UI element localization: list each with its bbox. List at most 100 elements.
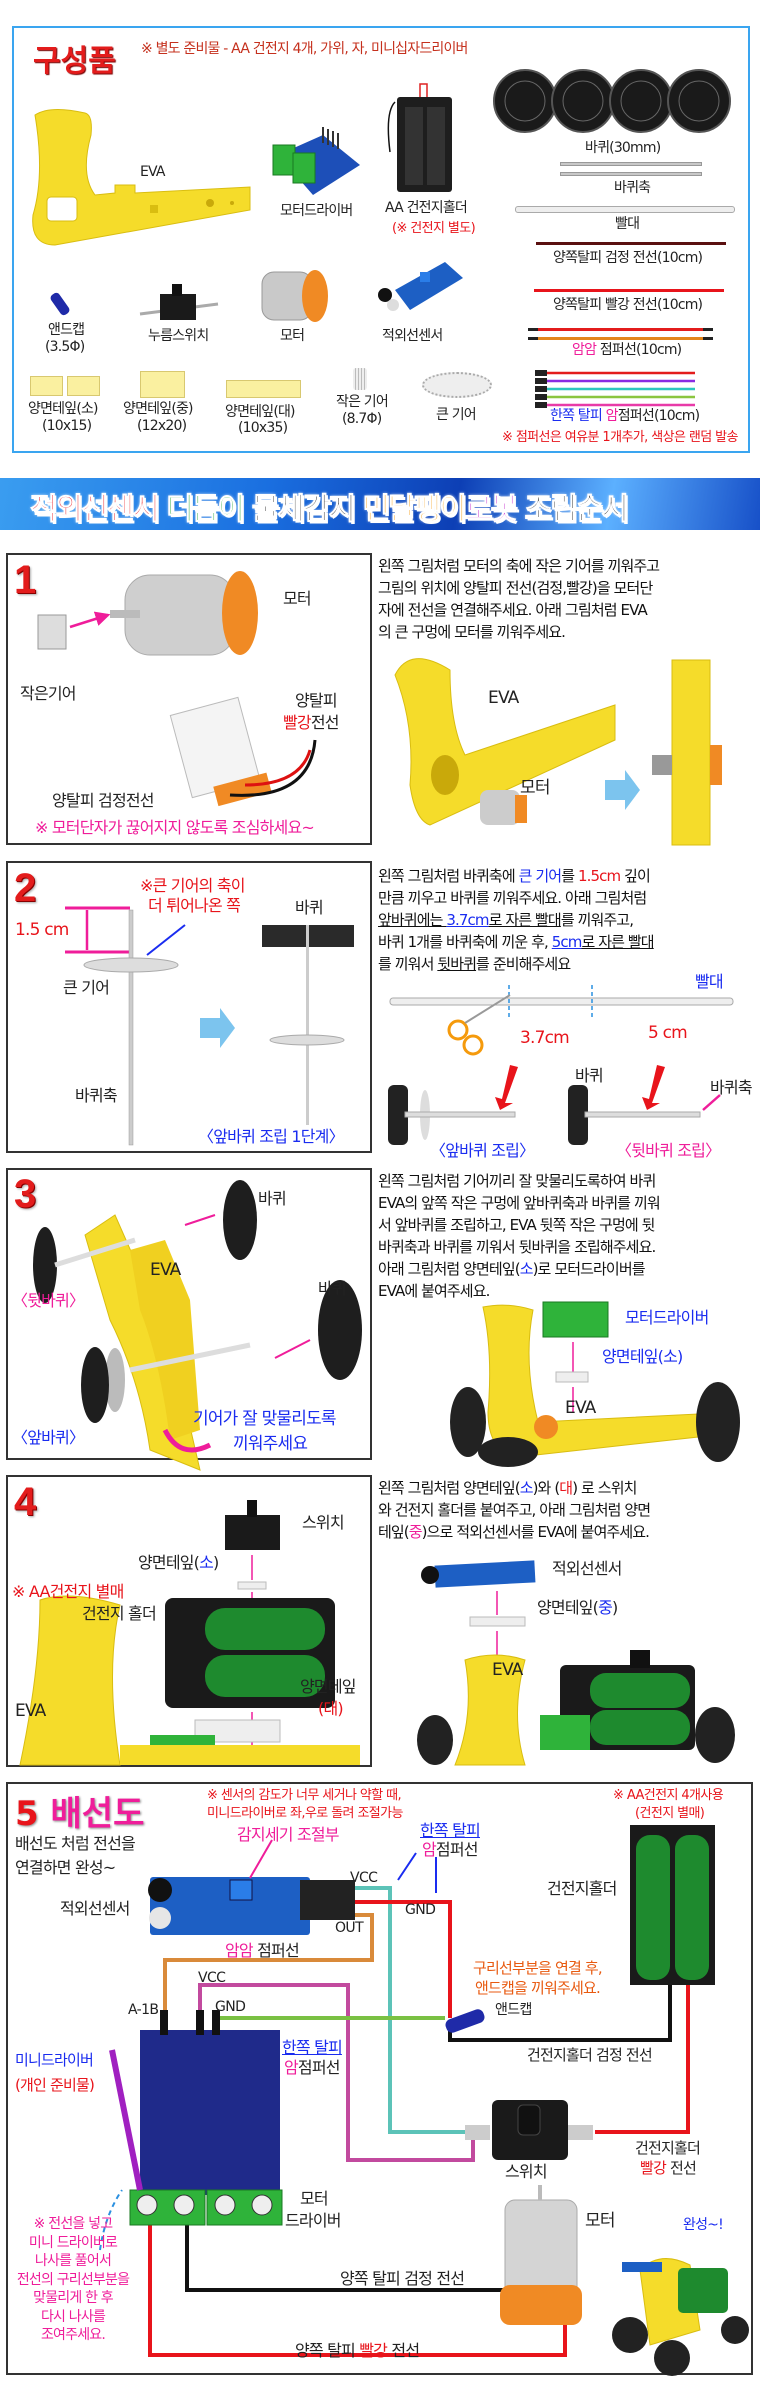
half-jumper-label: 한쪽 탈피	[420, 1821, 481, 1840]
text-segment: 그림의 위치에 양탈피 전선(검정,빨강)을 모터단	[378, 579, 653, 597]
battery-note: (건전지 별매)	[635, 1806, 705, 1821]
screw-note-line: 전선의 구리선부분을	[16, 2271, 130, 2288]
gnd-pin-label: GND	[215, 1999, 246, 2015]
holder-red-wire-label: 빨강 전선	[640, 2160, 697, 2177]
tape-large-size: (대)	[318, 1699, 344, 1718]
mini-driver-label: 미니드라이버	[15, 2051, 94, 2069]
instruction-line: 바퀴 1개를 바퀴축에 끼운 후, 5cm로 자른 빨대	[378, 931, 756, 953]
text-segment: 왼쪽 그림처럼 기어끼리 잘 맞물리도록하여 바퀴	[378, 1172, 656, 1190]
end-cap-size: (3.5Φ)	[45, 339, 85, 355]
switch-label: 스위치	[505, 2162, 548, 2181]
axle-label: 바퀴축	[710, 1078, 753, 1097]
tape-small-image	[30, 376, 63, 396]
eva-label: EVA	[488, 688, 519, 708]
step-number: 5	[15, 1794, 39, 1834]
text-segment: EVA에 붙여주세요.	[378, 1282, 490, 1300]
ir-sensor-board	[148, 1877, 355, 1935]
text-segment: )와 (	[532, 1479, 561, 1497]
front-wheel-caption: 〈앞바퀴 조립〉	[430, 1141, 535, 1160]
wheel-label: 바퀴	[318, 1279, 347, 1298]
instruction-line: 그림의 위치에 양탈피 전선(검정,빨강)을 모터단	[378, 577, 756, 599]
motor-driver-label: 모터드라이버	[625, 1308, 709, 1327]
motor-image	[261, 270, 328, 322]
text-segment: )으로 적외선센서를 EVA에 붙여주세요.	[421, 1523, 650, 1541]
gear-direction-note: ※큰 기어의 축이	[140, 876, 246, 895]
text-segment: ) 로 스위치	[572, 1479, 637, 1497]
text-segment: 로 자른 빨대	[488, 911, 562, 929]
motor-driver-board	[129, 2010, 283, 2226]
tape-medium-label: 양면테잎(중)	[537, 1599, 618, 1616]
axle-label: 바퀴축	[75, 1086, 118, 1105]
female-text: 암	[284, 2058, 299, 2077]
text-segment: 물체감지	[251, 492, 363, 528]
motor-wiring-image	[169, 696, 317, 807]
tape-size-text: 소	[199, 1553, 214, 1572]
instruction-line: 앞바퀴에는 3.7cm로 자른 빨대를 끼워주고,	[378, 909, 756, 931]
gnd-pin-label: GND	[405, 1902, 436, 1918]
vcc-wire-pink	[198, 1983, 475, 2162]
ff-jumper-label: 암암 점퍼선	[225, 1941, 300, 1960]
gear-direction-note: 더 튀어나온 쪽	[148, 896, 241, 915]
tape-text: )	[213, 1553, 219, 1572]
motor-with-gear-image	[37, 571, 258, 656]
vcc-pin-label: VCC	[350, 1870, 378, 1886]
parts-extra-note: ※ 별도 준비물 - AA 건전지 4개, 가위, 자, 미니십자드리이버	[141, 41, 468, 57]
gnd-wire-red	[355, 1900, 452, 2018]
copper-note: 구리선부분을 연결 후,	[473, 1959, 603, 1977]
text-segment: 의 큰 구멍에 모터를 끼워주세요.	[378, 623, 566, 641]
tape-medium-image	[140, 371, 185, 398]
cut-length-front: 3.7cm	[520, 1028, 570, 1048]
tape-large-image	[226, 380, 301, 398]
instruction-line: 테잎(중)으로 적외선센서를 EVA에 붙여주세요.	[378, 1521, 756, 1543]
end-cap-label: 앤드캡	[48, 322, 85, 338]
half-jumper-label: 한쪽 탈피	[282, 2038, 343, 2057]
text-segment: 왼쪽 그림처럼 바퀴축에	[378, 867, 519, 885]
motor-driver-label: 모터	[300, 2189, 329, 2208]
tape-small-label: 양면테잎(소)	[602, 1347, 683, 1366]
step-number: 4	[14, 1480, 37, 1524]
push-switch-image	[139, 284, 219, 320]
eva-label: EVA	[492, 1660, 523, 1680]
depth-label: 1.5 cm	[15, 920, 69, 940]
text-segment: 서 앞바퀴를 조립하고, EVA 뒷쪽 작은 구멍에 뒷	[378, 1216, 655, 1234]
text-segment: 바퀴축과 바퀴를 끼워서 뒷바퀴을 조립해주세요.	[378, 1238, 656, 1256]
black-wire-image	[536, 242, 726, 245]
battery-holder-diagram	[630, 1825, 715, 1985]
rear-wheel-label: 〈뒷바퀴〉	[12, 1291, 85, 1310]
text-segment: 1.5cm	[577, 867, 621, 885]
text-segment: 왼쪽 그림처럼 모터의 축에 작은 기어를 끼워주고	[378, 557, 660, 575]
axle-image	[560, 172, 702, 176]
black-wire-label: 양탈피 검정전선	[52, 791, 155, 810]
eva-label: EVA	[565, 1398, 596, 1418]
straw-cut-diagram	[388, 985, 734, 1145]
front-wheel-label: 〈앞바퀴〉	[12, 1428, 85, 1447]
axle-label: 바퀴축	[614, 180, 651, 196]
text-segment: 를 끼워주고,	[560, 911, 634, 929]
gnd-wire-green	[213, 2016, 445, 2030]
instruction-line: 왼쪽 그림처럼 양면테잎(소)와 (대) 로 스위치	[378, 1477, 756, 1499]
motor-black-wire-label: 양쪽 탈피 검정 전선	[340, 2269, 465, 2288]
red-wire-label: 양쪽탈피 빨강 전선(10cm)	[553, 297, 703, 313]
red-word: 빨강	[283, 713, 312, 732]
text-segment: 를	[561, 867, 578, 885]
small-gear-size: (8.7Φ)	[342, 411, 382, 427]
jumper-text: 점퍼선	[252, 1941, 300, 1960]
half-jumper-label: 암점퍼선	[422, 1841, 478, 1858]
half-jumper-suffix-text: 점퍼선(10cm)	[617, 408, 700, 424]
instruction-line: 왼쪽 그림처럼 바퀴축에 큰 기어를 1.5cm 깊이	[378, 865, 756, 887]
wheel-assembly-image	[33, 1180, 362, 1471]
step2-image-box	[6, 861, 372, 1153]
tape-medium-label: 양면테잎(중)	[123, 401, 194, 417]
out-pin-label: OUT	[335, 1920, 364, 1936]
rear-wheel-caption: 〈뒷바퀴 조립〉	[616, 1141, 721, 1160]
text-segment: EVA의 앞쪽 작은 구멍에 앞바퀴축과 바퀴를 끼워	[378, 1194, 661, 1212]
text-segment: 조립순서	[524, 492, 629, 528]
instruction-line: 왼쪽 그림처럼 기어끼리 잘 맞물리도록하여 바퀴	[378, 1170, 756, 1192]
ff-jumper-prefix: 암암	[572, 342, 597, 358]
end-cap-label: 앤드캡	[495, 2002, 532, 2018]
battery-sold-separately-note: ※ AA건전지 별매	[12, 1582, 124, 1601]
motor-driver-image	[272, 127, 360, 195]
female-text: 암	[422, 1840, 437, 1859]
